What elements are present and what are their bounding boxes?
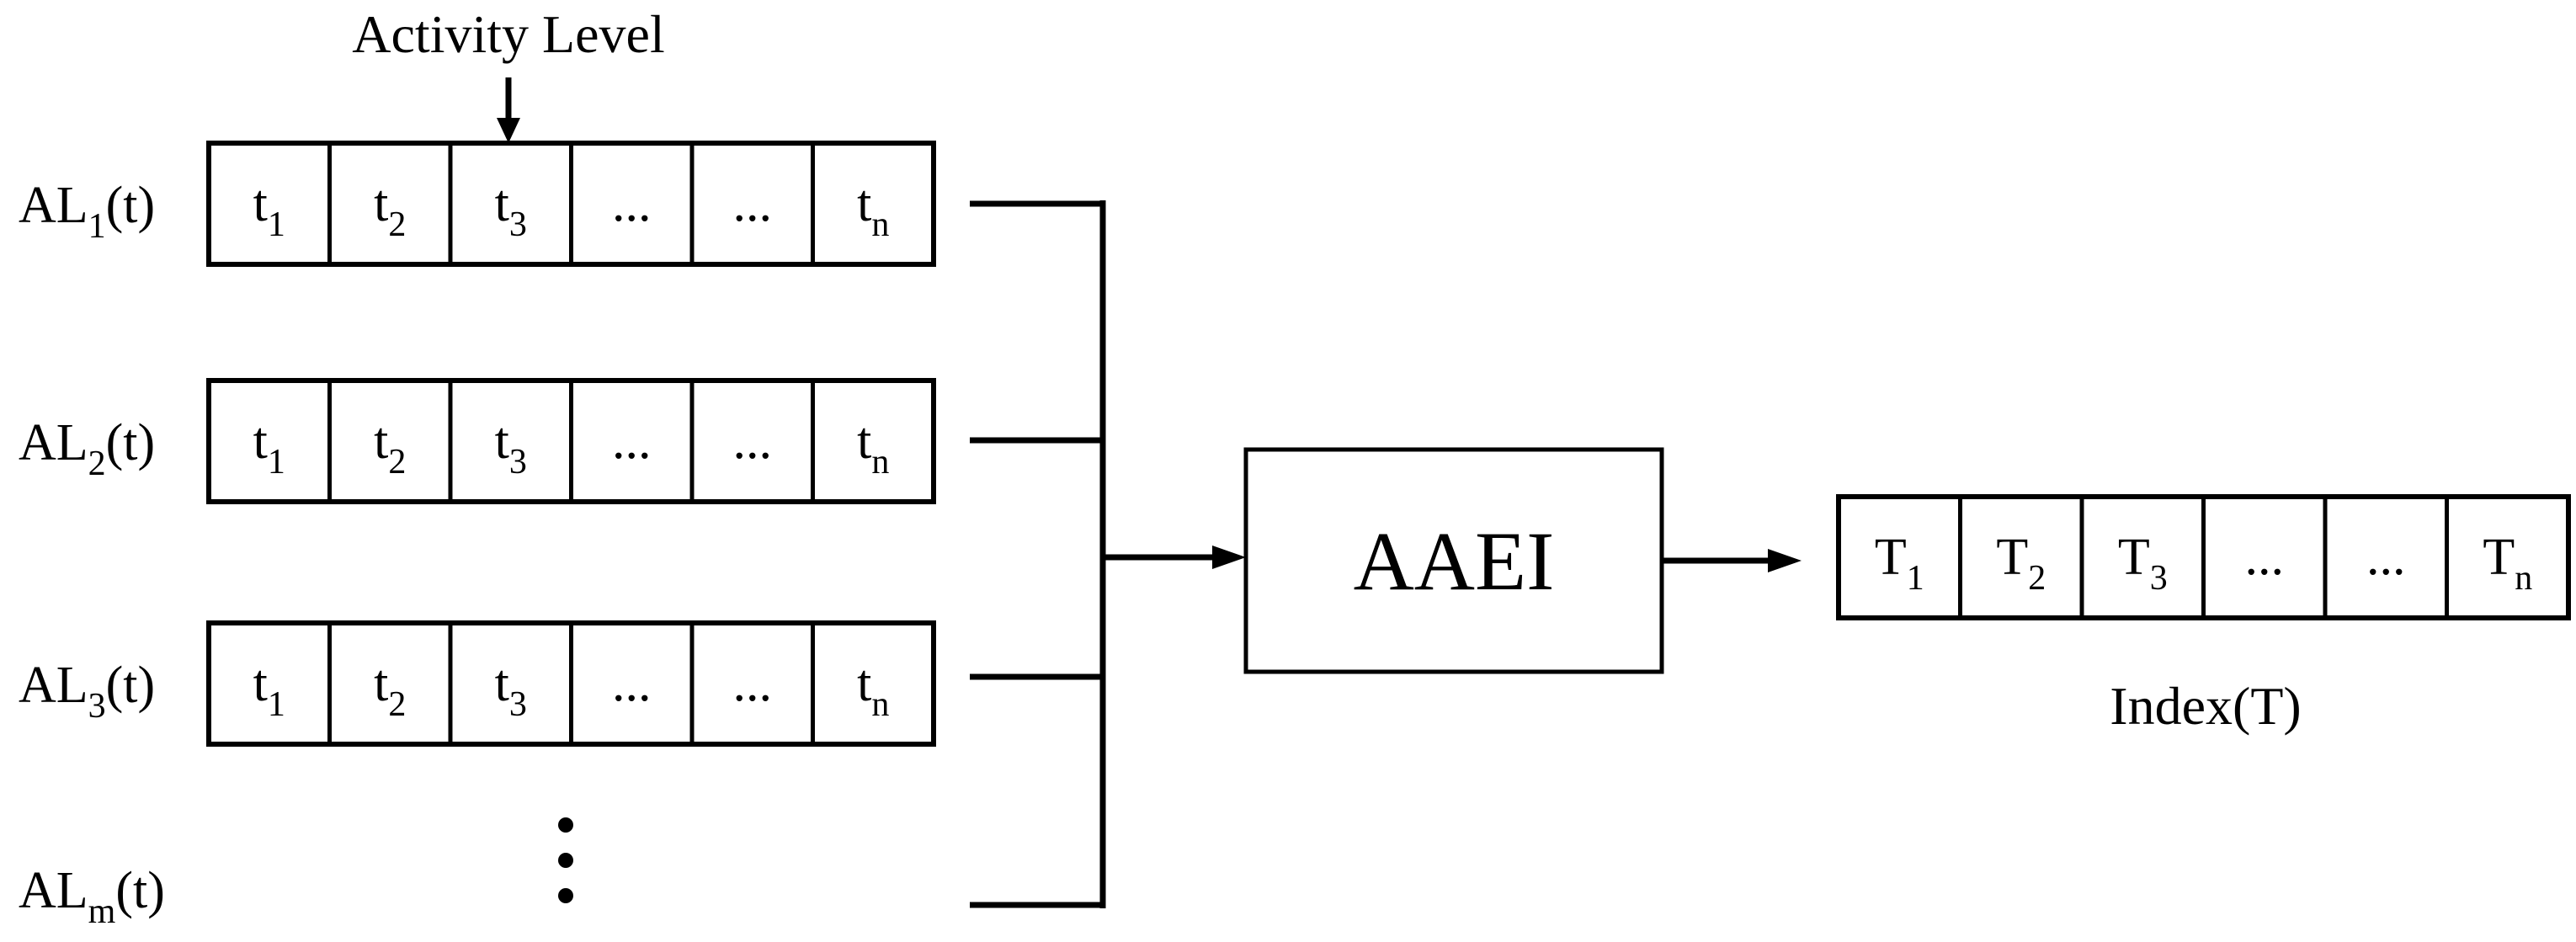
output-cell <box>2201 494 2328 620</box>
array-cell-label: t3 <box>495 412 527 482</box>
aaei-block <box>1243 447 1664 674</box>
array-cell-label: ... <box>733 175 773 232</box>
array-cell-label: t1 <box>253 655 285 724</box>
array-cell <box>569 141 695 267</box>
input-row-2: AL2(t) t1 t2 t3...... tn <box>19 378 936 504</box>
array-cell-label: ... <box>733 655 773 712</box>
array-cell-label: tn <box>857 412 889 482</box>
array-cell-label: ... <box>612 655 652 712</box>
array-cell-label: t1 <box>253 175 285 244</box>
arrow-from-aaei-head <box>1768 549 1802 572</box>
array-cell <box>327 620 453 747</box>
output-cell <box>1836 494 1962 620</box>
array-cell <box>811 620 936 747</box>
array-cell-label: ... <box>612 412 652 470</box>
array-cell <box>448 141 573 267</box>
array-cell-label: ... <box>733 412 773 470</box>
output-cell-label: T2 <box>1996 529 2046 598</box>
aaei-label: AAEI <box>1354 514 1555 608</box>
input-row-1: AL1(t) t1 t2 t3...... tn <box>19 141 936 267</box>
array-frame <box>206 620 936 747</box>
row-label-2: AL2(t) <box>19 414 155 483</box>
array-cell <box>811 141 936 267</box>
arrow-to-aaei-head <box>1212 546 1246 569</box>
array-cell-label: ... <box>612 175 652 232</box>
array-frame <box>206 378 936 504</box>
array-cell-label: t2 <box>374 175 406 244</box>
array-cell <box>206 620 332 747</box>
output-frame <box>1836 494 2571 620</box>
array-cell-label: t3 <box>495 655 527 724</box>
array-cell <box>206 378 332 504</box>
row-label-3: AL3(t) <box>19 657 155 726</box>
array-cell <box>206 141 332 267</box>
array-cell <box>448 620 573 747</box>
array-cell-label: t2 <box>374 655 406 724</box>
array-cell <box>448 378 573 504</box>
activity-level-caption: Activity Level <box>352 4 664 64</box>
output-cell-label: T1 <box>1875 529 1924 598</box>
output-cell <box>2323 494 2449 620</box>
array-cell <box>327 141 453 267</box>
output-cell <box>2445 494 2571 620</box>
row-label-1: AL1(t) <box>19 177 155 246</box>
output-cell-label: ... <box>2245 529 2285 586</box>
vertical-ellipsis-icon <box>558 817 573 903</box>
output-array: T1 T2 T3...... Tn <box>1836 494 2571 620</box>
output-cell-label: ... <box>2366 529 2406 586</box>
array-cell-label: t1 <box>253 412 285 482</box>
array-cell <box>327 378 453 504</box>
output-cell-label: Tn <box>2483 529 2532 598</box>
array-cell <box>689 141 815 267</box>
array-frame <box>206 141 936 267</box>
array-cell-label: tn <box>857 655 889 724</box>
connector-bus <box>970 200 1106 908</box>
activity-level-arrowhead <box>497 118 520 143</box>
array-cell-label: t3 <box>495 175 527 244</box>
row-label-m: ALm(t) <box>19 862 165 931</box>
array-cell <box>811 378 936 504</box>
index-caption: Index(T) <box>2110 676 2301 736</box>
input-row-3: AL3(t) t1 t2 t3...... tn <box>19 620 936 747</box>
output-cell-label: T3 <box>2118 529 2168 598</box>
array-cell-label: tn <box>857 175 889 244</box>
array-cell-label: t2 <box>374 412 406 482</box>
